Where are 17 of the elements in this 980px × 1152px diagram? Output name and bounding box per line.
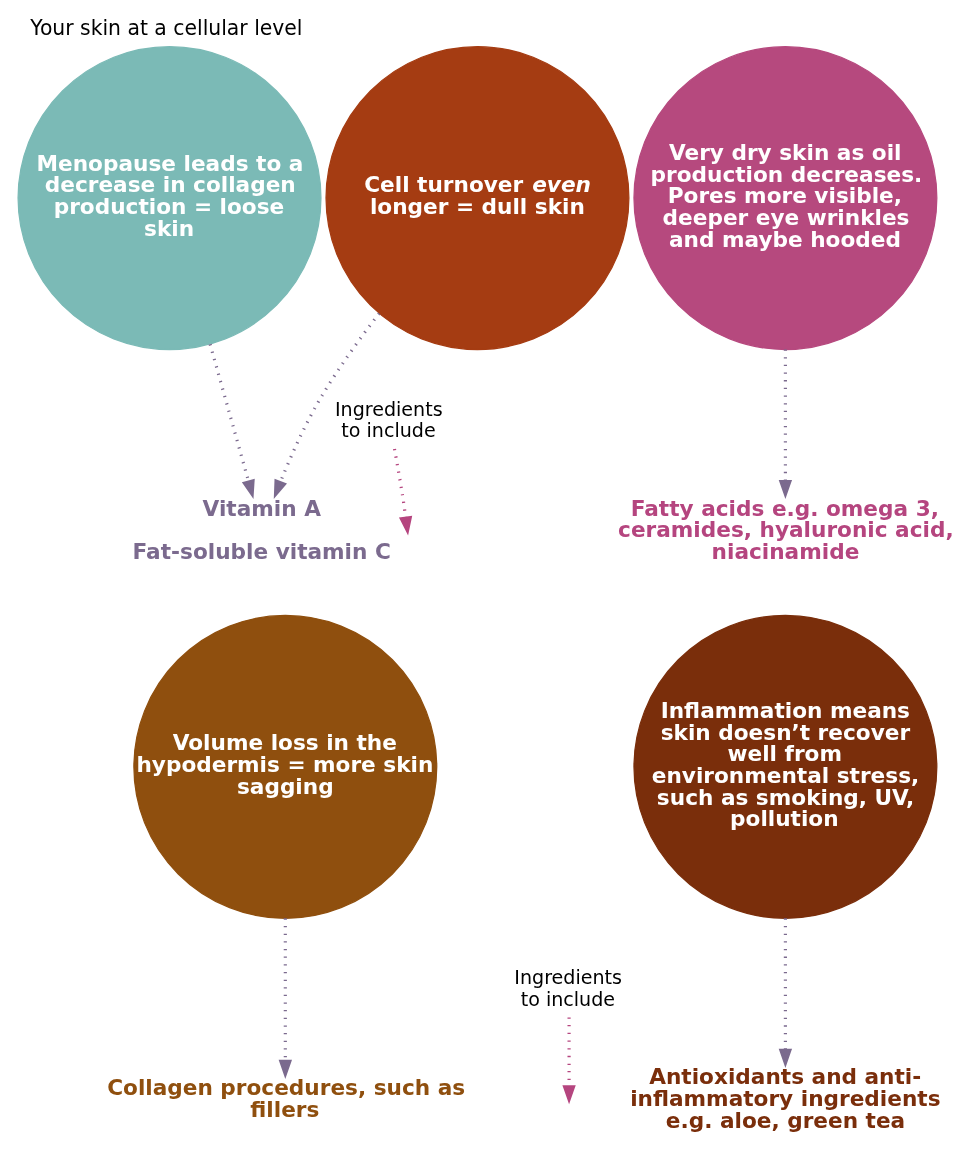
arrow [778,349,792,500]
node-text: Collagen procedures, such as fillers [106,1075,465,1122]
arrow [273,312,380,499]
node-text: Antioxidants and anti-inflammatory ingredients e.g. aloe, green tea [629,1064,941,1133]
arrow [778,918,792,1068]
node-circle: Inflammation means skin doesn’t recover well from environmental stress, such as smoking, UV, pollution [632,614,937,919]
arrow [278,918,292,1079]
node-circle: Very dry skin as oil production decreases. Pores more visible, deeper eye wrinkles and maybe hooded [632,46,937,351]
legend-label: Ingredients to include [334,397,443,442]
node-text: Fatty acids e.g. omega 3, ceramides, hyaluronic acid, niacinamide [617,495,954,564]
diagram-title: Your skin at a cellular level [29,15,303,40]
node-circle: Cell turnover even longer = dull skin [324,46,629,351]
legend-label: Ingredients to include [513,966,622,1011]
node-circle: Menopause leads to a decrease in collagen production = loose skin [16,46,322,351]
node-circle: Volume loss in the hypodermis = more skin sagging [132,614,437,919]
arrow [208,343,255,499]
node-text: Vitamin A Fat-soluble vitamin C [132,495,391,564]
